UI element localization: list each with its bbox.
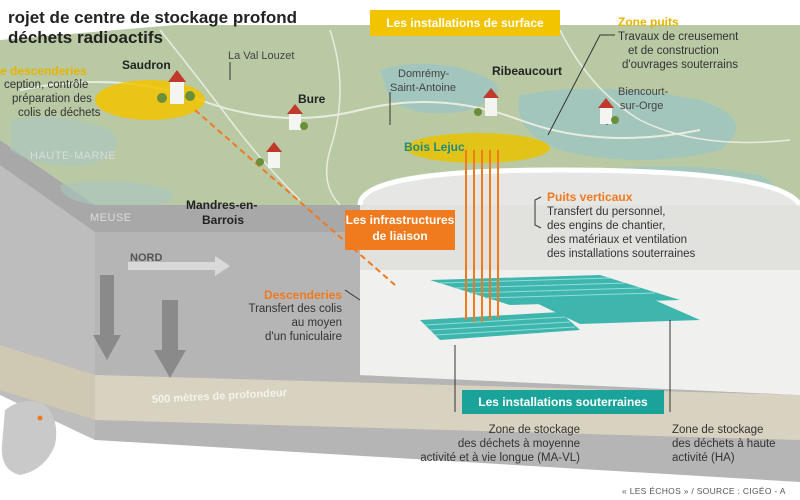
water-area [60,181,174,205]
water-area [10,116,117,166]
underground-label: Les installations souterraines [478,395,648,409]
town-biencourt: Biencourt- [618,86,669,98]
zone-puits-line: et de construction [628,45,719,57]
zone-descenderies-line: préparation des [12,93,92,105]
page-subtitle: déchets radioactifs [8,28,163,47]
puits-verticaux-line: des engins de chantier, [547,220,666,232]
mavl-storage-zone [420,312,580,340]
water-area [380,63,498,114]
infrastructure-label-line: Les infrastructures [345,213,455,227]
zone-ha-line: Zone de stockage [672,424,764,436]
town-biencourt: sur-Orge [620,100,664,112]
map-surface [0,25,800,205]
infrastructure-label-line: de liaison [372,229,428,243]
zone-puits-heading: Zone puits [618,15,679,29]
town-mandres: Mandres-en- [186,198,258,212]
zone-ha-line: activité (HA) [672,452,735,464]
puits-verticaux-heading: Puits verticaux [547,190,633,204]
leader-zone-puits [547,34,615,136]
cavity-floor [360,270,800,395]
france-map-icon [1,401,57,475]
zone-descenderies-line: colis de déchets [18,107,101,119]
descenderie-path [194,109,396,286]
zone-ha-line: des déchets à haute [672,438,776,450]
zone-puits-line: d'ouvrages souterrains [622,59,738,71]
puits-verticaux-line: Transfert du personnel, [547,206,666,218]
zone-puits-marker [406,133,550,163]
page-title: rojet de centre de stockage profond [8,8,298,27]
puits-verticaux-line: des matériaux et ventilation [547,234,687,246]
vertical-shafts [465,150,499,322]
tree-icon [157,91,619,166]
descenderies-line: Transfert des colis [248,303,342,315]
zone-mavl-line: Zone de stockage [488,424,580,436]
source-credit: « LES ÉCHOS » / SOURCE : CIGÉO - A [622,486,786,496]
underground-pill [462,390,664,414]
zone-descenderies-line: ception, contrôle [4,79,89,91]
town-saudron: Saudron [122,58,171,72]
infrastructure-label: Les infrastructures de liaison [345,212,455,244]
town-ribeaucourt: Ribeaucourt [492,64,563,78]
region-haute-marne: HAUTE-MARNE [30,150,117,162]
bois-lejuc-label: Bois Lejuc [404,140,465,154]
village-icon [168,70,614,168]
town-domremy: Domrémy- [398,68,450,80]
town-val-louzet: La Val Louzet [228,50,295,62]
infrastructure-pill [345,210,455,250]
ha-storage-zone [430,275,680,305]
zone-descenderies-heading: e descenderies [0,64,87,78]
town-bure: Bure [298,92,326,106]
region-meuse: MEUSE [90,212,132,224]
descenderies-line: d'un funiculaire [265,331,342,343]
zone-mavl-line: des déchets à moyenne [457,438,580,450]
surface-pill [370,10,560,36]
depth-arrow-icon [93,275,186,378]
descenderies-line: au moyen [291,317,342,329]
zone-mavl-line: activité et à vie longue (MA-VL) [420,452,580,464]
puits-verticaux-line: des installations souterraines [547,248,696,260]
descenderies-heading: Descenderies [263,288,342,302]
town-mandres: Barrois [202,213,245,227]
zone-puits-line: Travaux de creusement [618,31,739,43]
nord-label: NORD [130,252,163,264]
surface-label: Les installations de surface [386,16,544,30]
town-domremy: Saint-Antoine [390,82,457,94]
water-area [518,88,736,160]
north-arrow-icon [128,256,230,276]
